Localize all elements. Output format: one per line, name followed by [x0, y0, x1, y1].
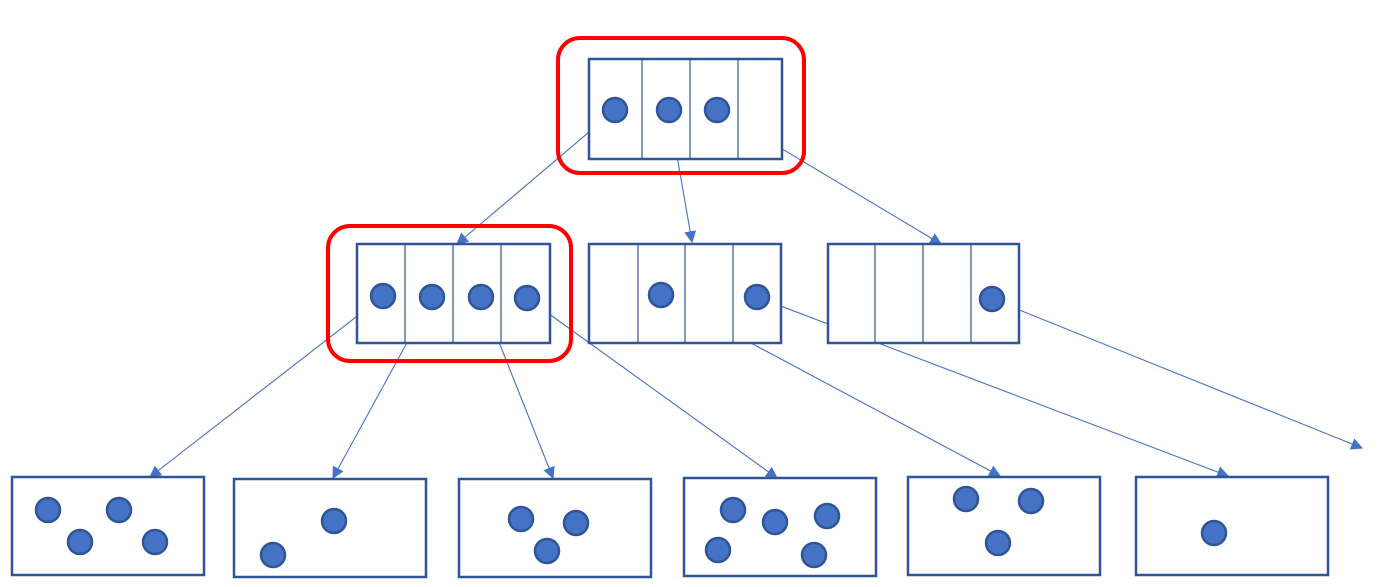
edge-arrow-internal-2-to-offscreen: [991, 298, 1364, 450]
internal-node-1-key-dot: [647, 281, 675, 309]
leaf-node-box: [906, 475, 1102, 577]
leaf-point-dot: [562, 509, 590, 537]
leaf-node-2: [457, 477, 653, 579]
leaf-point-dot: [984, 529, 1012, 557]
root-node: [587, 57, 784, 161]
leaf-node-0: [10, 475, 206, 577]
leaf-point-dot: [141, 528, 169, 556]
internal-node-0-key-dot: [369, 282, 397, 310]
root-node-key-dot: [601, 96, 629, 124]
leaf-point-dot: [719, 496, 747, 524]
leaf-point-dot: [533, 537, 561, 565]
leaf-point-dot: [1017, 487, 1045, 515]
edge-arrow-internal-0-to-leaf-3: [526, 297, 778, 479]
internal-node-2: [826, 242, 1021, 345]
leaf-point-dot: [952, 485, 980, 513]
leaf-point-dot: [704, 536, 732, 564]
leaf-point-dot: [259, 541, 287, 569]
internal-node-0-key-dot: [418, 283, 446, 311]
root-node-box: [587, 57, 784, 161]
highlight-layer: [326, 36, 806, 363]
leaf-point-dot: [320, 507, 348, 535]
node-layer: [10, 57, 1330, 579]
leaf-point-dot: [761, 508, 789, 536]
internal-node-0-key-dot: [467, 283, 495, 311]
leaf-node-box: [457, 477, 653, 579]
root-node-key-dot: [703, 96, 731, 124]
internal-node-1: [587, 242, 783, 345]
leaf-node-5: [1134, 475, 1330, 577]
leaf-node-4: [906, 475, 1102, 577]
leaf-node-box: [1134, 475, 1330, 577]
leaf-point-dot: [813, 502, 841, 530]
leaf-point-dot: [34, 496, 62, 524]
edge-arrow-internal-0-to-leaf-0: [149, 295, 384, 478]
internal-node-2-key-dot: [978, 285, 1006, 313]
leaf-point-dot: [105, 496, 133, 524]
internal-node-0: [355, 242, 552, 345]
internal-node-0-key-dot: [513, 284, 541, 312]
leaf-node-3: [682, 476, 878, 578]
internal-node-0-highlight: [326, 224, 573, 363]
leaf-point-dot: [507, 505, 535, 533]
internal-node-1-key-dot: [743, 283, 771, 311]
root-node-highlight: [556, 36, 806, 175]
leaf-node-box: [10, 475, 206, 577]
root-node-key-dot: [655, 96, 683, 124]
leaf-point-dot: [66, 528, 94, 556]
leaf-point-dot: [1200, 519, 1228, 547]
leaf-node-1: [232, 477, 428, 579]
leaf-point-dot: [800, 541, 828, 569]
